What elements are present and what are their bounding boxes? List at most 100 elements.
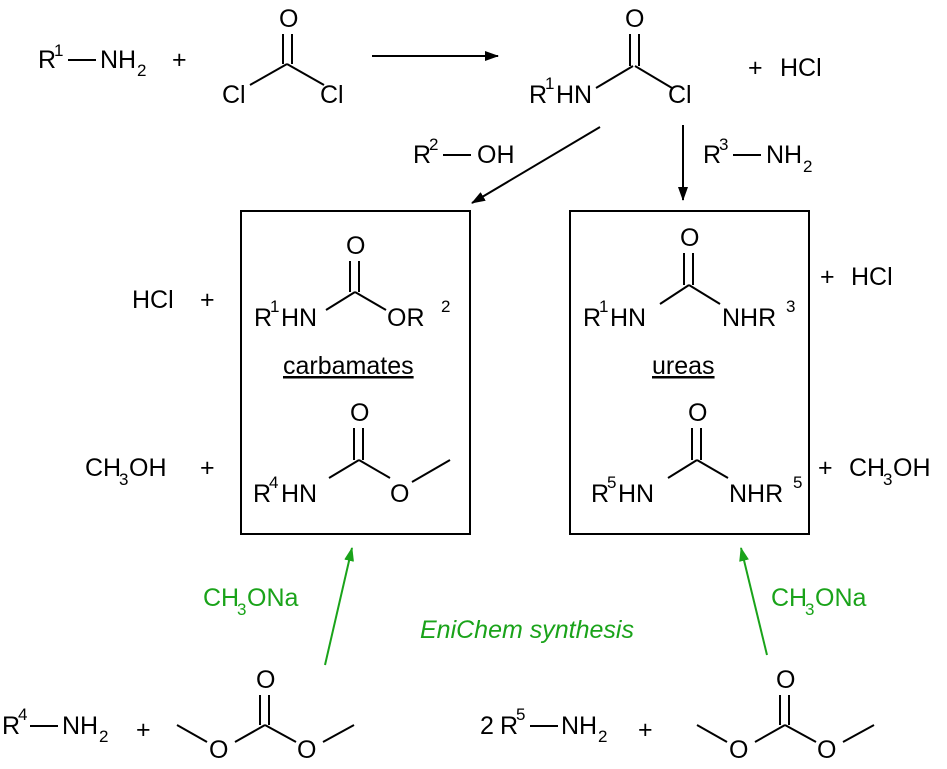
svg-text:5: 5 [607,473,616,492]
svg-text:O: O [350,399,369,427]
svg-text:O: O [680,224,699,252]
svg-text:HN: HN [281,304,317,332]
svg-text:2: 2 [441,297,450,316]
svg-text:NH: NH [62,712,98,740]
svg-text:R: R [413,141,431,169]
svg-text:HCl: HCl [851,263,893,291]
svg-text:O: O [688,399,707,427]
svg-text:3: 3 [719,135,728,154]
svg-text:2: 2 [429,135,438,154]
svg-text:3: 3 [119,470,128,489]
methanol-plus-right: + CH 3 OH [818,454,931,489]
enichem-arrow-right [739,547,768,656]
svg-text:O: O [256,666,275,694]
svg-text:ONa: ONa [247,584,299,612]
svg-text:1: 1 [54,41,63,60]
svg-text:R: R [583,304,601,332]
svg-text:3: 3 [805,600,814,619]
svg-text:3: 3 [883,470,892,489]
sodium-methoxide-left: CH 3 ONa [203,584,299,619]
svg-text:+: + [818,454,833,482]
ureas-box [569,210,810,535]
plus-sign: + [638,716,653,744]
svg-text:NH: NH [100,46,136,74]
svg-text:OH: OH [893,454,931,482]
dimethyl-carbonate-right: O O O [696,666,875,764]
svg-text:1: 1 [545,74,554,93]
svg-text:4: 4 [18,705,27,724]
reagent-r3-nh2: R 3 NH 2 [703,135,812,176]
svg-text:4: 4 [269,473,278,492]
svg-text:O: O [729,736,748,764]
urea-molecule-2: O R 5 HN NHR 5 [591,399,802,508]
svg-text:O: O [297,736,316,764]
svg-text:5: 5 [793,473,802,492]
svg-text:2: 2 [99,727,108,746]
svg-text:HN: HN [610,304,646,332]
svg-text:5: 5 [516,705,525,724]
svg-text:Cl: Cl [668,81,692,109]
sodium-methoxide-right: CH 3 ONa [771,584,867,619]
hcl-byproduct: HCl [780,54,822,82]
svg-text:OR: OR [387,304,425,332]
svg-text:+: + [820,263,835,291]
svg-text:O: O [209,736,228,764]
svg-text:R: R [254,304,272,332]
svg-text:ONa: ONa [815,584,867,612]
svg-text:OH: OH [129,454,167,482]
svg-text:NH: NH [766,141,802,169]
svg-text:R: R [500,712,518,740]
svg-text:HN: HN [556,81,592,109]
svg-text:HCl: HCl [132,286,174,314]
carbamate-molecule-1: O R 1 HN OR 2 [254,232,450,332]
svg-text:O: O [346,232,365,260]
svg-text:1: 1 [270,297,279,316]
enichem-title: EniChem synthesis [420,616,634,644]
carbamate-molecule-2: O R 4 HN O [253,399,451,508]
svg-text:3: 3 [237,600,246,619]
svg-text:1: 1 [599,297,608,316]
svg-text:2: 2 [137,61,146,80]
carbamoyl-chloride: R 1 HN O Cl [529,5,692,109]
svg-text:2: 2 [598,727,607,746]
hcl-plus-left: HCl + [132,286,215,314]
plus-sign: + [136,716,151,744]
amine-r1: R 1 NH 2 [38,41,146,80]
svg-text:CH: CH [771,584,807,612]
svg-text:CH: CH [85,454,121,482]
svg-text:+: + [200,286,215,314]
svg-text:HN: HN [618,480,654,508]
svg-text:HN: HN [281,480,317,508]
plus-sign: + [748,54,763,82]
svg-text:NH: NH [561,712,597,740]
plus-sign: + [172,46,187,74]
dimethyl-carbonate-left: O O O [176,666,355,764]
svg-text:Cl: Cl [320,81,344,109]
reagent-r2-oh: R 2 OH [413,135,515,169]
svg-text:+: + [200,454,215,482]
hcl-plus-right: + HCl [820,263,893,291]
carbamates-box [240,210,471,535]
svg-text:R: R [529,81,547,109]
svg-text:R: R [703,141,721,169]
svg-text:NHR: NHR [729,480,783,508]
svg-text:O: O [776,666,795,694]
svg-text:O: O [279,5,298,33]
enichem-arrow-left [324,547,354,666]
amine-r4: R 4 NH 2 [2,705,108,746]
svg-text:O: O [625,5,644,33]
carbamates-label: carbamates [283,352,414,380]
svg-text:CH: CH [203,584,239,612]
svg-text:R: R [38,46,56,74]
urea-molecule-1: O R 1 HN NHR 3 [583,224,795,332]
phosgene: O Cl Cl [222,5,344,109]
svg-text:OH: OH [477,141,515,169]
methanol-plus-left: CH 3 OH + [85,454,215,489]
svg-text:3: 3 [786,297,795,316]
svg-text:R: R [591,480,609,508]
arrow-to-carbamates [471,126,601,204]
svg-text:R: R [253,480,271,508]
svg-text:NHR: NHR [722,304,776,332]
svg-text:R: R [2,712,20,740]
